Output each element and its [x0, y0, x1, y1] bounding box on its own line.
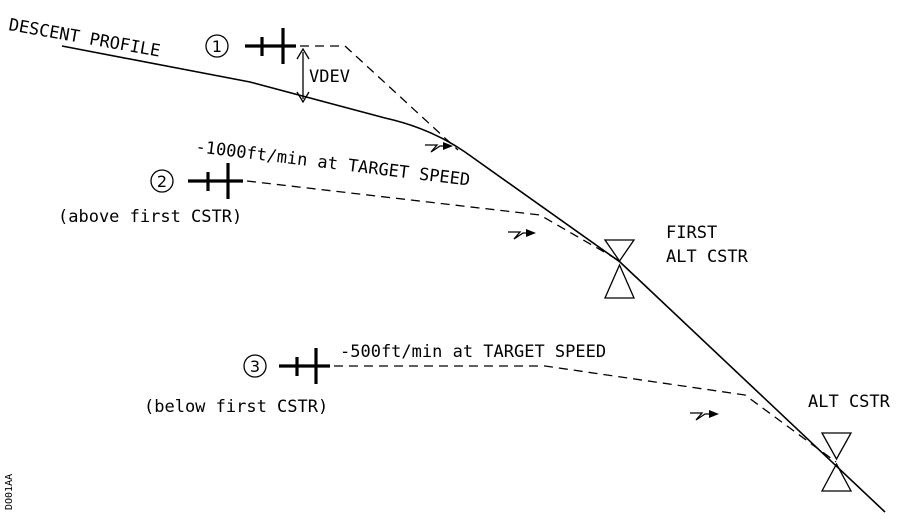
case-1-speed-arrow [425, 142, 453, 153]
case-2-aircraft-symbol [188, 163, 243, 199]
case-3-rate-label: -500ft/min at TARGET SPEED [340, 342, 606, 362]
case-1: 1 VDEV [205, 28, 459, 153]
vdev-label: VDEV [309, 67, 350, 87]
case-3-path [334, 365, 837, 463]
case-2-marker [150, 169, 174, 193]
descent-profile-label: DESCENT PROFILE [7, 15, 162, 61]
case-2-speed-arrow [508, 229, 536, 240]
alt-cstr-symbol [820, 432, 853, 492]
case-1-marker [205, 34, 229, 58]
case-3-note: (below first CSTR) [144, 397, 328, 417]
case-3: -500ft/min at TARGET SPEED 3 (below firs… [144, 342, 837, 463]
case-3-aircraft-symbol [279, 348, 330, 384]
first-alt-cstr-symbol [603, 239, 636, 299]
case-3-number: 3 [250, 357, 260, 376]
vdev-arrow [296, 47, 310, 104]
case-2: -1000ft/min at TARGET SPEED 2 (above fir… [58, 137, 619, 261]
first-alt-cstr-line1: FIRST [666, 223, 717, 243]
alt-cstr-label: ALT CSTR [808, 392, 891, 412]
case-3-marker [243, 354, 267, 378]
figure-code: DO01AA [4, 474, 15, 510]
case-1-number: 1 [212, 37, 222, 56]
case-2-path [246, 180, 619, 261]
first-alt-cstr-line2: ALT CSTR [666, 247, 749, 267]
descent-profile-line [61, 45, 886, 513]
case-3-speed-arrow [690, 410, 719, 421]
case-2-note: (above first CSTR) [58, 207, 242, 227]
case-1-aircraft-symbol [245, 28, 296, 64]
case-2-number: 2 [157, 172, 167, 191]
case-1-path [300, 45, 459, 151]
